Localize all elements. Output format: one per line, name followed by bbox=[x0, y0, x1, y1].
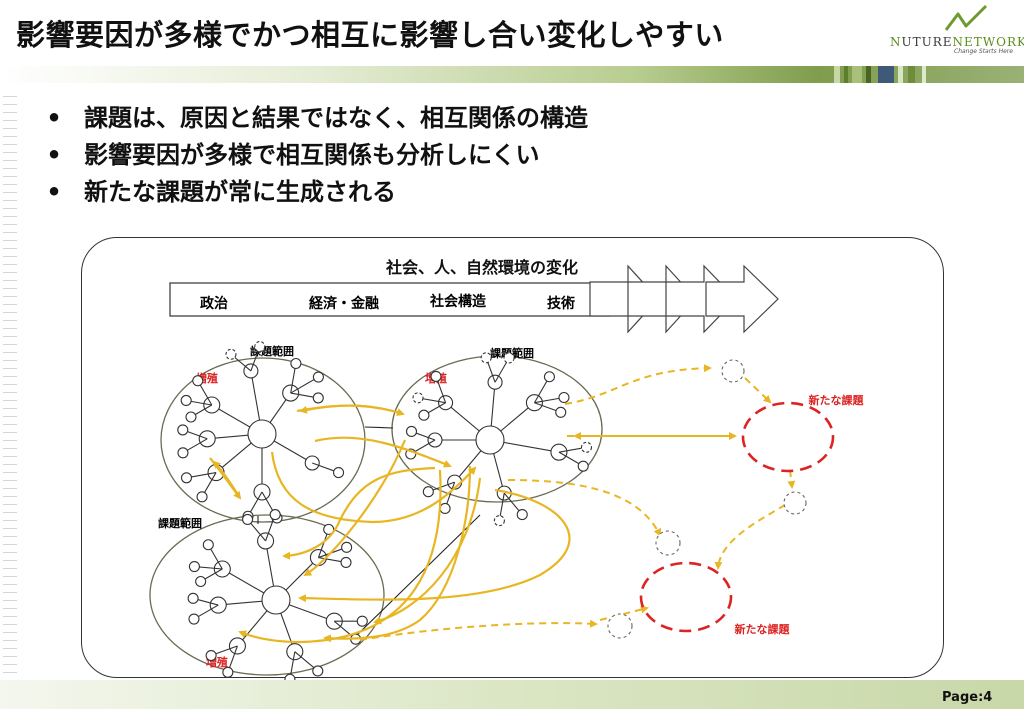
gold-influence-links bbox=[209, 404, 571, 644]
network-node bbox=[555, 406, 567, 418]
network-hub bbox=[247, 419, 277, 449]
factor-label: 政治 bbox=[200, 295, 228, 312]
network-node bbox=[225, 348, 237, 360]
network-node bbox=[503, 352, 515, 364]
network-node bbox=[412, 392, 424, 404]
scope-label: 課題範囲 bbox=[158, 516, 202, 530]
network-node bbox=[340, 556, 352, 568]
emerging-issue-nodes bbox=[607, 359, 807, 639]
network-node bbox=[577, 460, 589, 472]
network-node bbox=[543, 371, 555, 383]
network-node bbox=[290, 357, 302, 370]
network-node bbox=[254, 340, 266, 353]
network-node bbox=[177, 424, 189, 436]
network-graphs bbox=[177, 340, 593, 685]
network-node bbox=[405, 425, 418, 437]
diagram-header: 社会、人、自然環境の変化 bbox=[385, 258, 578, 277]
network-node bbox=[312, 665, 324, 677]
logo-tagline: Change Starts Here bbox=[954, 48, 1013, 55]
network-node bbox=[439, 502, 451, 514]
dashed-growth-links bbox=[359, 364, 796, 641]
slide-title: 影響要因が多様でかつ相互に影響し合い変化しやすい bbox=[16, 18, 724, 52]
logo-wordmark: NUTURENETWORKS bbox=[890, 35, 1024, 49]
network-hub bbox=[475, 425, 505, 455]
factor-band bbox=[169, 282, 611, 317]
network-node bbox=[516, 509, 528, 521]
network-node bbox=[187, 592, 199, 604]
new-issue-circle bbox=[741, 401, 835, 473]
network-node bbox=[205, 649, 217, 662]
page-number: Page:4 bbox=[942, 690, 993, 705]
change-arrows-icon bbox=[589, 264, 779, 334]
network-node bbox=[422, 486, 434, 498]
network-node bbox=[188, 561, 200, 573]
network-node bbox=[195, 575, 207, 588]
network-node bbox=[356, 615, 368, 627]
network-node bbox=[418, 409, 430, 421]
new-issue-label: 新たな課題 bbox=[735, 622, 791, 636]
factor-label: 技術 bbox=[547, 295, 575, 312]
network-node bbox=[196, 491, 208, 503]
network-node bbox=[580, 441, 593, 453]
network-node bbox=[222, 666, 234, 678]
bullet-item: •課題は、原因と結果ではなく、相互関係の構造 bbox=[46, 104, 588, 132]
factor-label: 経済・金融 bbox=[309, 295, 379, 312]
new-issue-circle bbox=[639, 561, 733, 633]
network-node bbox=[480, 352, 492, 364]
network-node bbox=[177, 447, 189, 459]
network-node bbox=[242, 513, 254, 526]
network-node bbox=[185, 411, 197, 423]
network-node bbox=[332, 467, 345, 479]
issue-scope-ellipse bbox=[391, 355, 603, 503]
bullet-list: •課題は、原因と結果ではなく、相互関係の構造 •影響要因が多様で相互関係も分析し… bbox=[40, 100, 588, 211]
network-node bbox=[312, 392, 324, 404]
header-band-stripes bbox=[826, 66, 966, 83]
network-node bbox=[558, 391, 570, 404]
bullet-item: •影響要因が多様で相互関係も分析しにくい bbox=[46, 141, 540, 169]
network-node bbox=[180, 472, 193, 484]
issue-scope-ellipse bbox=[149, 514, 385, 676]
bullet-item: •新たな課題が常に生成される bbox=[46, 178, 396, 206]
network-hub bbox=[261, 585, 291, 615]
network-node bbox=[188, 613, 200, 625]
network-node bbox=[202, 539, 214, 551]
new-issue-label: 新たな課題 bbox=[809, 393, 865, 407]
network-node bbox=[269, 509, 281, 521]
inter-scope-links bbox=[257, 426, 481, 637]
network-node bbox=[493, 515, 505, 527]
diagram-frame bbox=[81, 237, 944, 678]
left-ruler-decoration bbox=[3, 96, 17, 676]
header-band bbox=[0, 66, 1024, 83]
network-node bbox=[341, 541, 353, 553]
network-node bbox=[430, 370, 442, 382]
footer-band bbox=[0, 680, 1024, 709]
factor-label: 社会構造 bbox=[429, 293, 486, 310]
scope-label: 課題範囲 bbox=[490, 346, 534, 360]
checkmark-logo-icon bbox=[944, 4, 988, 31]
nuture-networks-logo: NUTURENETWORKS Change Starts Here bbox=[878, 4, 1024, 56]
network-node bbox=[180, 394, 192, 407]
network-node bbox=[192, 375, 204, 387]
network-node bbox=[312, 371, 324, 383]
network-node bbox=[323, 523, 335, 535]
